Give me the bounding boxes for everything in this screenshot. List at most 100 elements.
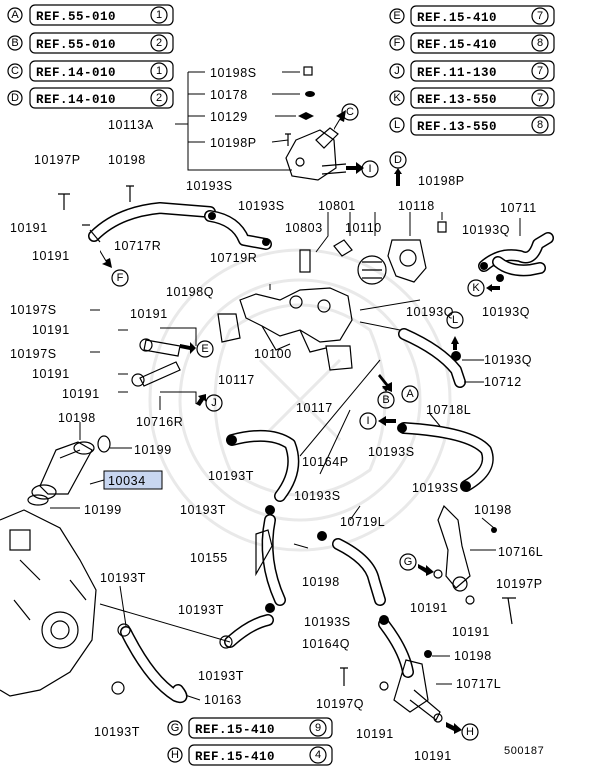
hose-10718L (397, 413, 494, 492)
part-10117-b: 10117 (296, 401, 333, 415)
ref-box-d[interactable]: D REF.14-010 2 (7, 87, 174, 109)
callout-d[interactable]: D (389, 151, 407, 186)
part-10100: 10100 (254, 347, 292, 361)
thermostat-housing-assembly (175, 66, 347, 181)
svg-text:REF.55-010: REF.55-010 (36, 10, 116, 24)
part-10197P-right: 10197P (496, 577, 543, 591)
svg-text:7: 7 (537, 92, 543, 104)
part-10193T-f: 10193T (94, 725, 140, 739)
svg-text:K: K (472, 282, 480, 294)
part-10034: 10034 (108, 474, 146, 488)
svg-text:REF.15-410: REF.15-410 (195, 723, 275, 737)
part-10191-e: 10191 (32, 367, 70, 381)
svg-text:G: G (404, 556, 413, 568)
callout-i-top[interactable]: I (346, 160, 379, 178)
callout-h[interactable]: H (446, 722, 479, 741)
engine-block (0, 509, 97, 697)
part-10178: 10178 (210, 88, 248, 102)
svg-text:REF.13-550: REF.13-550 (417, 120, 497, 134)
part-10199-a: 10199 (134, 443, 172, 457)
part-10163: 10163 (204, 693, 242, 707)
hose-10719R (204, 210, 272, 250)
part-10193S-c: 10193S (368, 445, 415, 459)
part-10198P-top: 10198P (210, 136, 257, 150)
ref-box-j[interactable]: J REF.11-130 7 (389, 60, 555, 82)
callout-b[interactable]: B (377, 386, 395, 409)
part-10155: 10155 (190, 551, 228, 565)
hose-10163 (111, 623, 188, 704)
part-10711: 10711 (500, 201, 537, 215)
part-10717R: 10717R (114, 239, 161, 253)
svg-text:H: H (466, 726, 474, 738)
svg-text:REF.15-410: REF.15-410 (195, 750, 275, 764)
part-10193S-d: 10193S (412, 481, 459, 495)
part-10193Q-a: 10193Q (462, 223, 510, 237)
part-10191-j: 10191 (414, 749, 452, 763)
part-10193T-b: 10193T (180, 503, 226, 517)
part-10193S-b: 10193S (238, 199, 285, 213)
part-10191-a: 10191 (10, 221, 48, 235)
hose-10717R (58, 185, 216, 243)
ref-box-k[interactable]: K REF.13-550 7 (389, 87, 555, 109)
part-10198-s: 10198 (454, 649, 492, 663)
ref-box-b[interactable]: B REF.55-010 2 (7, 32, 174, 54)
part-10193Q-d: 10193Q (484, 353, 532, 367)
part-10197S-b: 10197S (10, 347, 57, 361)
ref-box-f[interactable]: F REF.15-410 8 (389, 32, 555, 54)
svg-text:2: 2 (156, 37, 162, 49)
ref-box-a[interactable]: A REF.55-010 1 (7, 4, 174, 26)
callout-j[interactable]: J (196, 394, 223, 412)
svg-text:REF.15-410: REF.15-410 (417, 11, 497, 25)
ref-box-e[interactable]: E REF.15-410 7 (389, 5, 555, 27)
part-10716L: 10716L (498, 545, 543, 559)
part-10197P-left: 10197P (34, 153, 81, 167)
svg-text:9: 9 (315, 722, 321, 734)
part-10716R: 10716R (136, 415, 183, 429)
ref-box-h[interactable]: H REF.15-410 4 (167, 744, 333, 766)
part-10719R: 10719R (210, 251, 257, 265)
part-10193T-d: 10193T (178, 603, 224, 617)
pipe-10716R (90, 309, 197, 410)
part-10198Q: 10198Q (166, 285, 214, 299)
callout-f[interactable]: F (100, 250, 129, 287)
part-10193T-c: 10193T (100, 571, 146, 585)
part-10712: 10712 (484, 375, 522, 389)
part-10191-h: 10191 (452, 625, 490, 639)
part-10193Q-c: 10193Q (406, 305, 454, 319)
part-10199-b: 10199 (84, 503, 122, 517)
callout-k[interactable]: K (467, 279, 500, 297)
part-10197S-a: 10197S (10, 303, 57, 317)
svg-text:7: 7 (537, 65, 543, 77)
part-10118: 10118 (398, 199, 435, 213)
part-10191-g: 10191 (410, 601, 448, 615)
callout-g[interactable]: G (399, 553, 434, 576)
ref-box-g[interactable]: G REF.15-410 9 (167, 717, 333, 739)
svg-text:1: 1 (156, 9, 162, 21)
svg-text:REF.11-130: REF.11-130 (417, 66, 497, 80)
callout-c[interactable]: C (334, 103, 359, 130)
part-10034-highlight[interactable]: 10034 (103, 470, 163, 490)
svg-text:J: J (211, 397, 217, 409)
svg-text:G: G (171, 722, 180, 734)
callout-e[interactable]: E (180, 340, 214, 358)
part-10193Q-b: 10193Q (482, 305, 530, 319)
callout-l[interactable]: L (446, 311, 464, 350)
svg-text:D: D (394, 154, 402, 166)
svg-text:B: B (11, 37, 18, 49)
pipe-10712 (398, 328, 484, 388)
part-10193S-f: 10193S (304, 615, 351, 629)
svg-text:C: C (346, 106, 354, 118)
svg-text:E: E (393, 10, 400, 22)
part-10718L: 10718L (426, 403, 471, 417)
ref-box-c[interactable]: C REF.14-010 1 (7, 60, 174, 82)
ref-box-l[interactable]: L REF.13-550 8 (389, 114, 555, 136)
callout-i-mid[interactable]: I (359, 412, 396, 430)
svg-text:7: 7 (537, 10, 543, 22)
thermostat-area (299, 212, 447, 285)
svg-text:4: 4 (315, 749, 321, 761)
part-10191-c: 10191 (130, 307, 168, 321)
svg-text:2: 2 (156, 92, 162, 104)
svg-text:B: B (382, 394, 389, 406)
part-10129: 10129 (210, 110, 248, 124)
